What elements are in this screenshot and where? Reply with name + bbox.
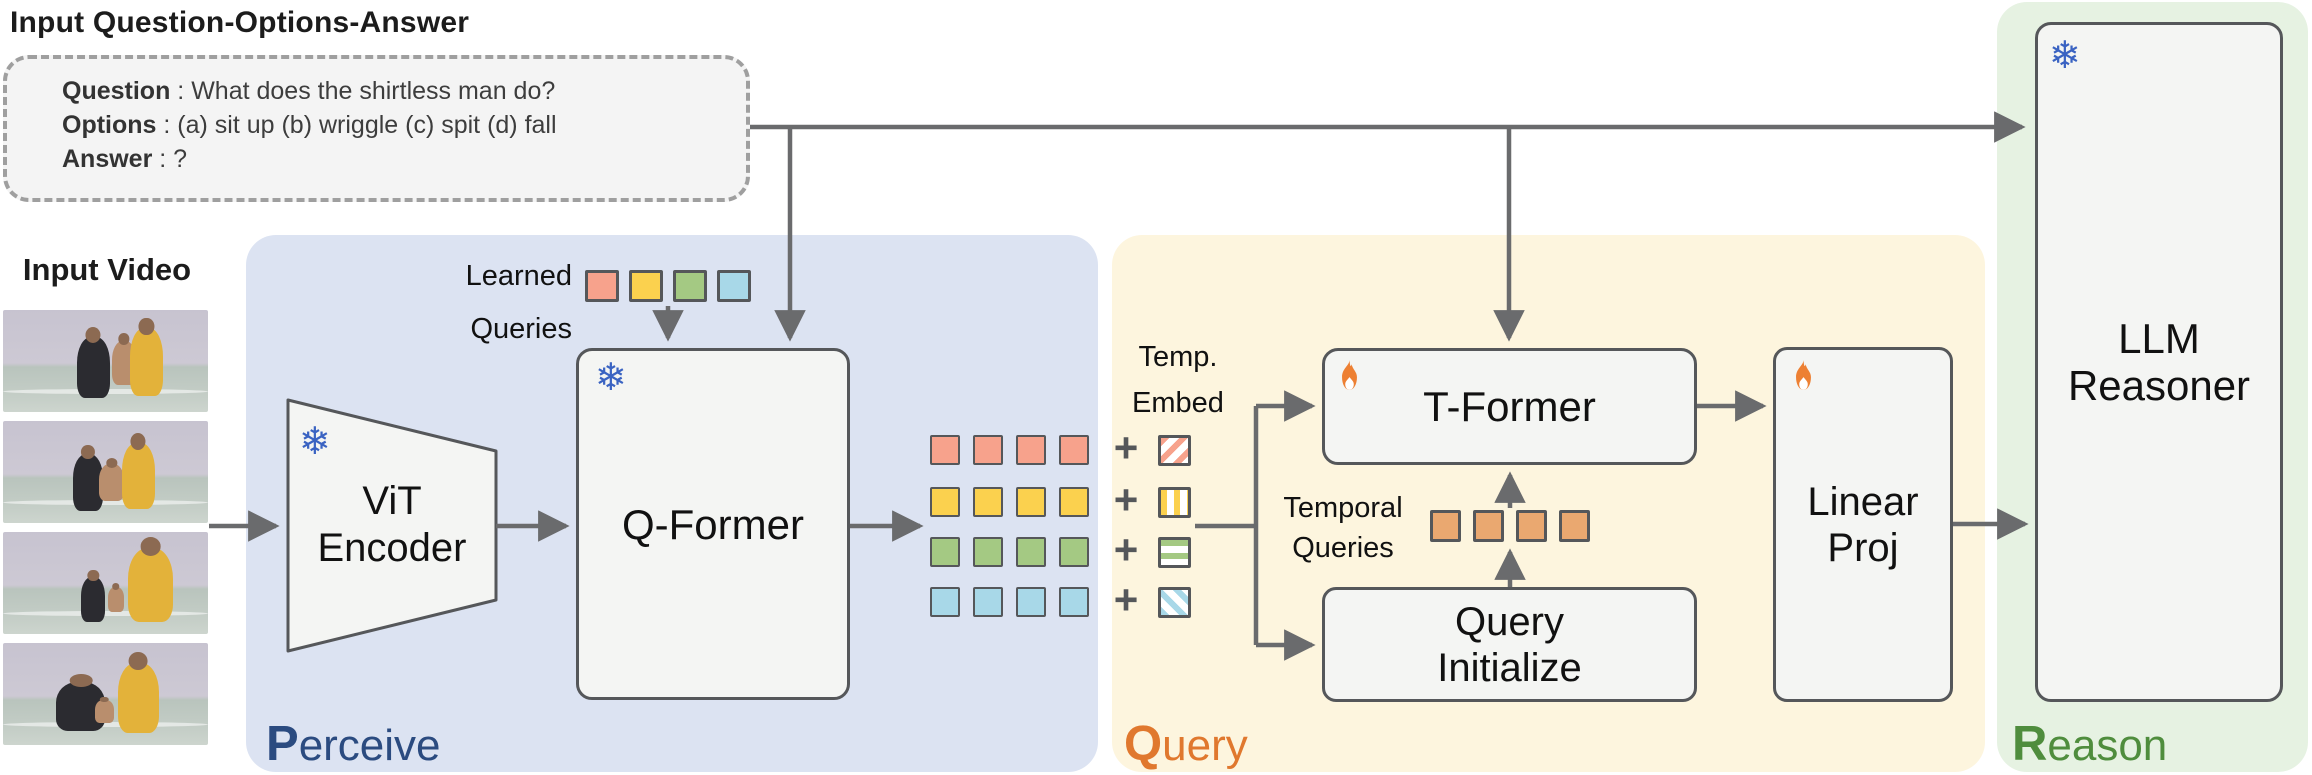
temporal-embed-token: [1158, 537, 1191, 568]
person-head: [111, 583, 120, 590]
learned-query-token: [673, 270, 707, 302]
person-figure: [99, 457, 124, 501]
qa-text: Question : What does the shirtless man d…: [62, 74, 557, 176]
temporal-embed-token: [1158, 587, 1191, 618]
person-head: [138, 317, 155, 336]
person-figure: [128, 536, 174, 622]
reason-section-label: Reason: [2012, 717, 2168, 771]
perceive-section-label: Perceive: [266, 717, 441, 771]
visual-token: [1016, 587, 1046, 617]
visual-token: [1016, 487, 1046, 517]
temporal-queries-label: Temporal Queries: [1283, 492, 1403, 564]
snowflake-icon: ❄: [595, 355, 627, 399]
temp-embed-label: Temp. Embed: [1132, 341, 1224, 419]
visual-token: [930, 587, 960, 617]
page-title: Input Question-Options-Answer: [10, 6, 470, 39]
input-video-title: Input Video: [22, 252, 192, 287]
query-initialize-block: Query Initialize: [1322, 587, 1697, 702]
visual-token: [1059, 537, 1089, 567]
visual-token: [930, 487, 960, 517]
snowflake-icon: ❄: [2049, 33, 2081, 77]
visual-token: [973, 487, 1003, 517]
q-former-label: Q-Former: [622, 500, 804, 548]
learned-query-token: [629, 270, 663, 302]
person-figure: [95, 696, 114, 723]
llm-reasoner-block: LLM Reasoner: [2035, 22, 2283, 702]
temporal-embed-token: [1158, 487, 1191, 518]
wave-decoration: [3, 499, 208, 505]
person-head: [85, 326, 101, 343]
person-figure: [121, 433, 155, 509]
person-head: [118, 333, 130, 346]
person-head: [80, 444, 96, 460]
t-former-block: T-Former: [1322, 348, 1697, 465]
snowflake-icon: ❄: [299, 419, 331, 463]
visual-token: [930, 435, 960, 465]
vit-encoder-shape: [286, 398, 498, 653]
temporal-embed-token: [1158, 435, 1191, 466]
qa-options-line: Options : (a) sit up (b) wriggle (c) spi…: [62, 111, 557, 139]
person-head: [140, 536, 161, 556]
linear-proj-block: Linear Proj: [1773, 347, 1953, 702]
plus-operator: +: [1113, 576, 1139, 624]
visual-token: [973, 537, 1003, 567]
temporal-query-token: [1473, 510, 1504, 542]
t-former-label: T-Former: [1423, 383, 1596, 430]
person-figure: [72, 444, 104, 511]
person-head: [105, 457, 118, 468]
temporal-query-token: [1516, 510, 1547, 542]
video-frame: [3, 643, 208, 745]
llm-reasoner-label: LLM Reasoner: [2067, 315, 2251, 409]
qa-question-line: Question : What does the shirtless man d…: [62, 77, 556, 105]
plus-operator: +: [1113, 424, 1139, 472]
query-section-label: Query: [1124, 717, 1248, 771]
visual-token: [973, 587, 1003, 617]
visual-token: [1059, 435, 1089, 465]
wave-decoration: [3, 610, 208, 616]
temporal-query-token: [1559, 510, 1590, 542]
visual-token: [1016, 537, 1046, 567]
plus-operator: +: [1113, 476, 1139, 524]
learned-query-token: [717, 270, 751, 302]
wave-decoration: [3, 721, 208, 727]
person-figure: [107, 583, 124, 612]
visual-token: [1016, 435, 1046, 465]
person-figure: [76, 326, 110, 398]
plus-operator: +: [1113, 526, 1139, 574]
qa-answer-line: Answer : ?: [62, 145, 188, 173]
person-figure: [130, 317, 163, 396]
person-figure: [117, 652, 159, 733]
video-frame: [3, 421, 208, 523]
person-head: [128, 652, 148, 671]
fire-icon: [1342, 360, 1357, 390]
linear-proj-label: Linear Proj: [1807, 479, 1919, 570]
video-frame: [3, 532, 208, 634]
person-head: [100, 696, 109, 703]
visual-token: [973, 435, 1003, 465]
visual-token: [1059, 587, 1089, 617]
learned-query-token: [585, 270, 619, 302]
query-initialize-label: Query Initialize: [1437, 599, 1582, 690]
question-options-answer-box: [3, 55, 750, 202]
visual-token: [930, 537, 960, 567]
learned-queries-label: Learned Queries: [465, 260, 572, 345]
vit-encoder-label: ViT Encoder: [317, 479, 467, 570]
person-figure: [80, 569, 106, 622]
visual-token: [1059, 487, 1089, 517]
temporal-query-token: [1430, 510, 1461, 542]
fire-icon: [1796, 360, 1811, 390]
q-former-block: Q-Former: [576, 348, 850, 700]
person-head: [130, 433, 146, 450]
person-head: [87, 569, 99, 582]
person-head: [69, 673, 93, 687]
video-frame: [3, 310, 208, 412]
